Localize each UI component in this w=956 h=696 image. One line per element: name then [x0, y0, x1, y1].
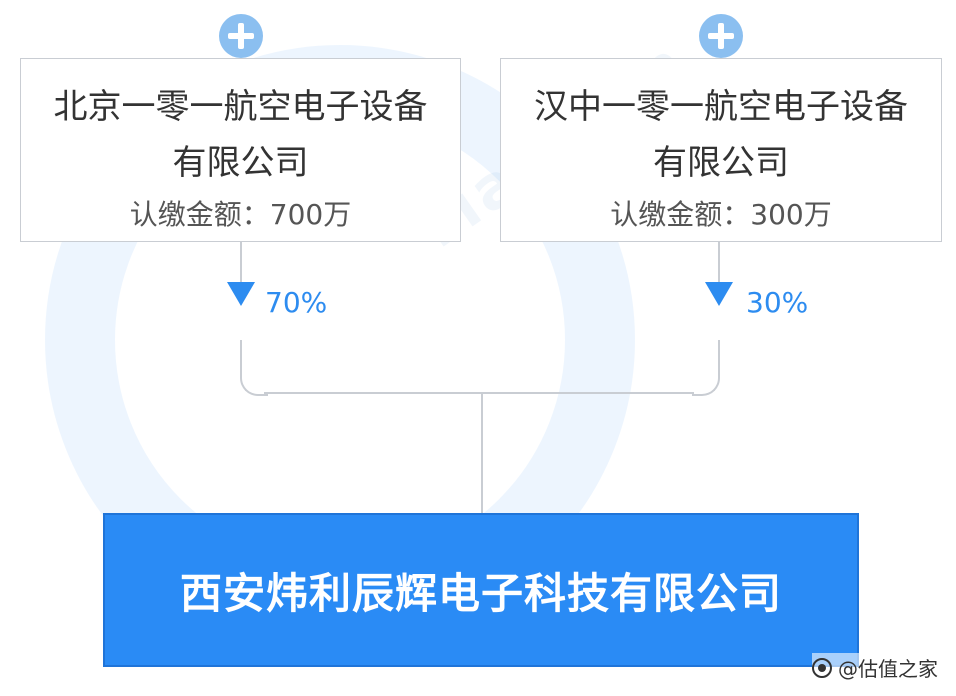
expand-shareholder-2-icon[interactable]	[699, 14, 743, 58]
source-watermark-text: @估值之家	[838, 657, 938, 681]
arrow-down-icon	[705, 282, 733, 306]
shareholding-percent: 70%	[265, 286, 328, 319]
shareholder-name: 北京一零一航空电子设备有限公司	[53, 87, 428, 183]
connector-line	[240, 242, 242, 282]
shareholding-percent: 30%	[746, 286, 809, 319]
shareholder-card-2[interactable]: 汉中一零一航空电子设备有限公司 认缴金额：300万	[500, 58, 942, 242]
connector-line	[481, 393, 483, 513]
shareholder-card-1[interactable]: 北京一零一航空电子设备有限公司 认缴金额：700万	[20, 58, 461, 242]
connector-corner	[240, 340, 268, 396]
shareholder-name: 汉中一零一航空电子设备有限公司	[534, 87, 908, 183]
expand-shareholder-1-icon[interactable]	[219, 14, 263, 58]
connector-corner	[692, 340, 720, 396]
shareholder-amount: 认缴金额：700万	[129, 198, 352, 231]
connector-line	[264, 392, 694, 394]
toutiao-logo-icon	[812, 657, 832, 678]
target-company-name: 西安炜利辰辉电子科技有限公司	[179, 568, 782, 618]
source-watermark: @估值之家	[812, 653, 938, 682]
connector-line	[718, 242, 720, 282]
shareholder-amount: 认缴金额：300万	[610, 198, 832, 231]
target-company-card[interactable]: 西安炜利辰辉电子科技有限公司	[103, 513, 859, 667]
arrow-down-icon	[227, 282, 255, 306]
